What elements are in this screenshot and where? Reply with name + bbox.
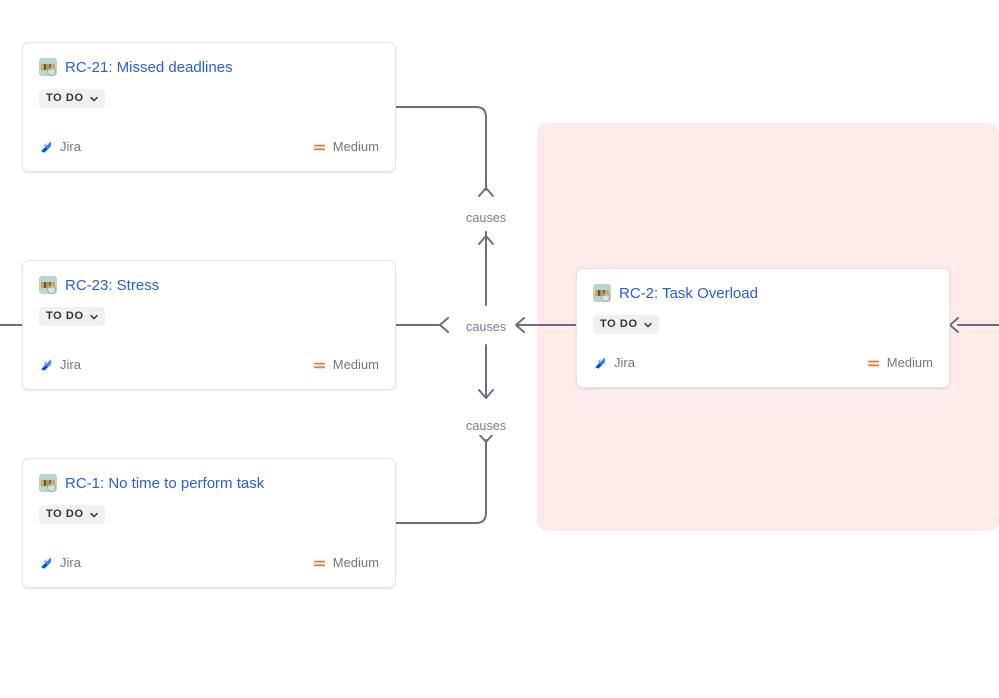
card-priority: Medium xyxy=(867,355,933,371)
card-priority-label: Medium xyxy=(332,357,379,372)
card-priority-label: Medium xyxy=(332,555,379,570)
status-badge[interactable]: TO DO xyxy=(39,505,105,524)
issue-card-title[interactable]: RC-2: Task Overload xyxy=(619,284,758,302)
edge-arrow-down-bottom xyxy=(478,433,494,443)
card-source: Jira xyxy=(39,139,81,155)
card-priority: Medium xyxy=(313,555,379,571)
chevron-down-icon xyxy=(643,322,652,327)
issue-type-icon xyxy=(39,474,57,492)
priority-medium-icon xyxy=(867,360,879,366)
card-source-label: Jira xyxy=(60,555,81,570)
card-source-label: Jira xyxy=(614,355,635,370)
edge-label-causes-top: causes xyxy=(462,210,511,227)
card-footer: Jira Medium xyxy=(39,555,379,587)
issue-type-icon xyxy=(39,276,57,294)
card-footer: Jira Medium xyxy=(593,355,933,387)
card-priority: Medium xyxy=(313,357,379,373)
card-priority: Medium xyxy=(313,139,379,155)
edge-arrow-up-top xyxy=(478,187,494,197)
status-badge-label: TO DO xyxy=(46,92,84,104)
card-source-label: Jira xyxy=(60,139,81,154)
edge-arrow-left-inner xyxy=(439,317,449,333)
edge-path-rc21-to-rc2 xyxy=(395,106,487,191)
jira-icon xyxy=(41,359,51,371)
card-status-row: TO DO xyxy=(39,505,379,524)
status-badge[interactable]: TO DO xyxy=(39,89,105,108)
issue-type-icon xyxy=(39,58,57,76)
chevron-down-icon xyxy=(89,314,98,319)
jira-icon xyxy=(41,141,51,153)
issue-card-rc-2[interactable]: RC-2: Task Overload TO DO Jira xyxy=(576,268,950,388)
card-priority-label: Medium xyxy=(886,355,933,370)
edge-label-causes-middle: causes xyxy=(462,319,511,336)
card-source: Jira xyxy=(39,555,81,571)
card-status-row: TO DO xyxy=(39,89,379,108)
issue-card-rc-23[interactable]: RC-23: Stress TO DO Jira xyxy=(22,260,396,390)
card-footer: Jira Medium xyxy=(39,357,379,389)
card-status-row: TO DO xyxy=(593,315,933,334)
issue-card-rc-21[interactable]: RC-21: Missed deadlines TO DO Jira xyxy=(22,42,396,172)
jira-icon xyxy=(595,357,605,369)
issue-card-title[interactable]: RC-1: No time to perform task xyxy=(65,474,265,492)
card-header: RC-23: Stress xyxy=(39,275,379,295)
issue-type-icon xyxy=(593,284,611,302)
status-badge[interactable]: TO DO xyxy=(593,315,659,334)
card-footer: Jira Medium xyxy=(39,139,379,171)
issue-card-rc-1[interactable]: RC-1: No time to perform task TO DO Jira xyxy=(22,458,396,588)
card-header: RC-21: Missed deadlines xyxy=(39,57,379,77)
card-header: RC-1: No time to perform task xyxy=(39,473,379,493)
edge-label-causes-bottom: causes xyxy=(462,418,511,435)
card-header: RC-2: Task Overload xyxy=(593,283,933,303)
priority-medium-icon xyxy=(313,144,325,150)
card-status-row: TO DO xyxy=(39,307,379,326)
status-badge-label: TO DO xyxy=(600,318,638,330)
card-source: Jira xyxy=(593,355,635,371)
edge-path-rc1-to-rc2 xyxy=(395,439,487,524)
status-badge[interactable]: TO DO xyxy=(39,307,105,326)
chevron-down-icon xyxy=(89,512,98,517)
jira-icon xyxy=(41,557,51,569)
edge-arrow-left-offscreen xyxy=(949,317,959,333)
card-priority-label: Medium xyxy=(332,139,379,154)
priority-medium-icon xyxy=(313,362,325,368)
chevron-down-icon xyxy=(89,96,98,101)
status-badge-label: TO DO xyxy=(46,310,84,322)
status-badge-label: TO DO xyxy=(46,508,84,520)
card-source-label: Jira xyxy=(60,357,81,372)
issue-card-title[interactable]: RC-21: Missed deadlines xyxy=(65,58,233,76)
priority-medium-icon xyxy=(313,560,325,566)
issue-card-title[interactable]: RC-23: Stress xyxy=(65,276,160,294)
card-source: Jira xyxy=(39,357,81,373)
